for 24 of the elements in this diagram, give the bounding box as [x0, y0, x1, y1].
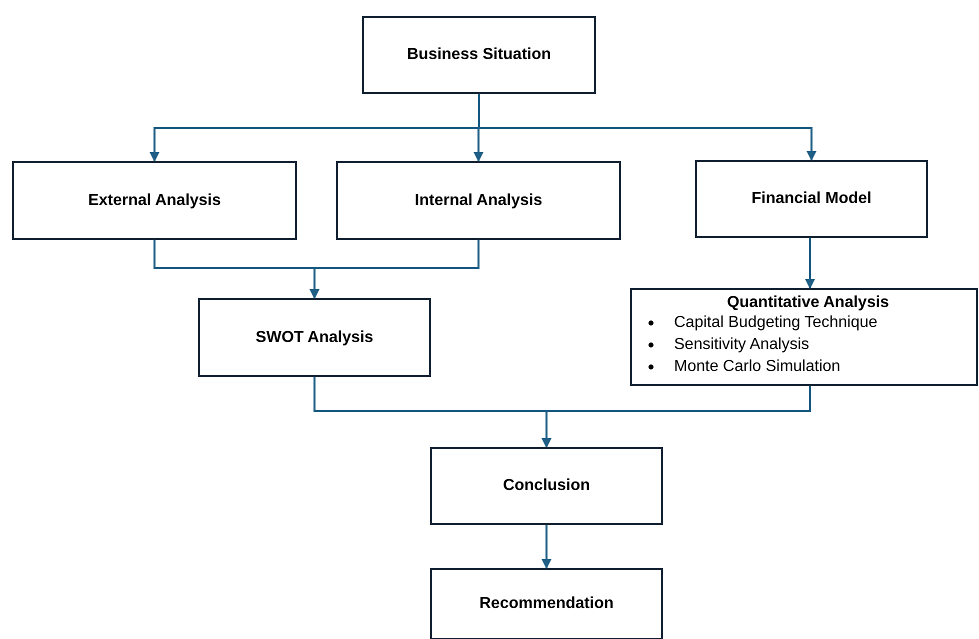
box-heading: Quantitative Analysis	[726, 294, 890, 312]
process-box	[336, 161, 621, 240]
box-label: External Analysis	[88, 192, 221, 210]
box-label: Internal Analysis	[414, 192, 542, 210]
bullet-item: Monte Carlo Simulation	[646, 356, 970, 378]
bullet-item: Capital Budgeting Technique	[646, 312, 970, 334]
connector-arrow	[805, 238, 815, 289]
box-label: SWOT Analysis	[256, 328, 374, 346]
process-box	[430, 568, 663, 639]
connector-arrow	[478, 94, 816, 161]
connector-arrow	[310, 240, 480, 299]
connector-arrow	[542, 386, 811, 448]
box-label: Business Situation	[406, 46, 552, 64]
process-box	[630, 288, 978, 386]
process-box	[695, 160, 928, 238]
bullet-item: Sensitivity Analysis	[646, 334, 970, 356]
process-box	[430, 447, 663, 525]
box-label: Financial Model	[751, 190, 872, 208]
box-label: Recommendation	[479, 595, 614, 613]
process-box	[12, 161, 297, 240]
process-box	[362, 16, 596, 94]
box-label: Conclusion	[502, 477, 590, 495]
process-box	[198, 298, 431, 377]
connector-arrow	[542, 525, 552, 569]
